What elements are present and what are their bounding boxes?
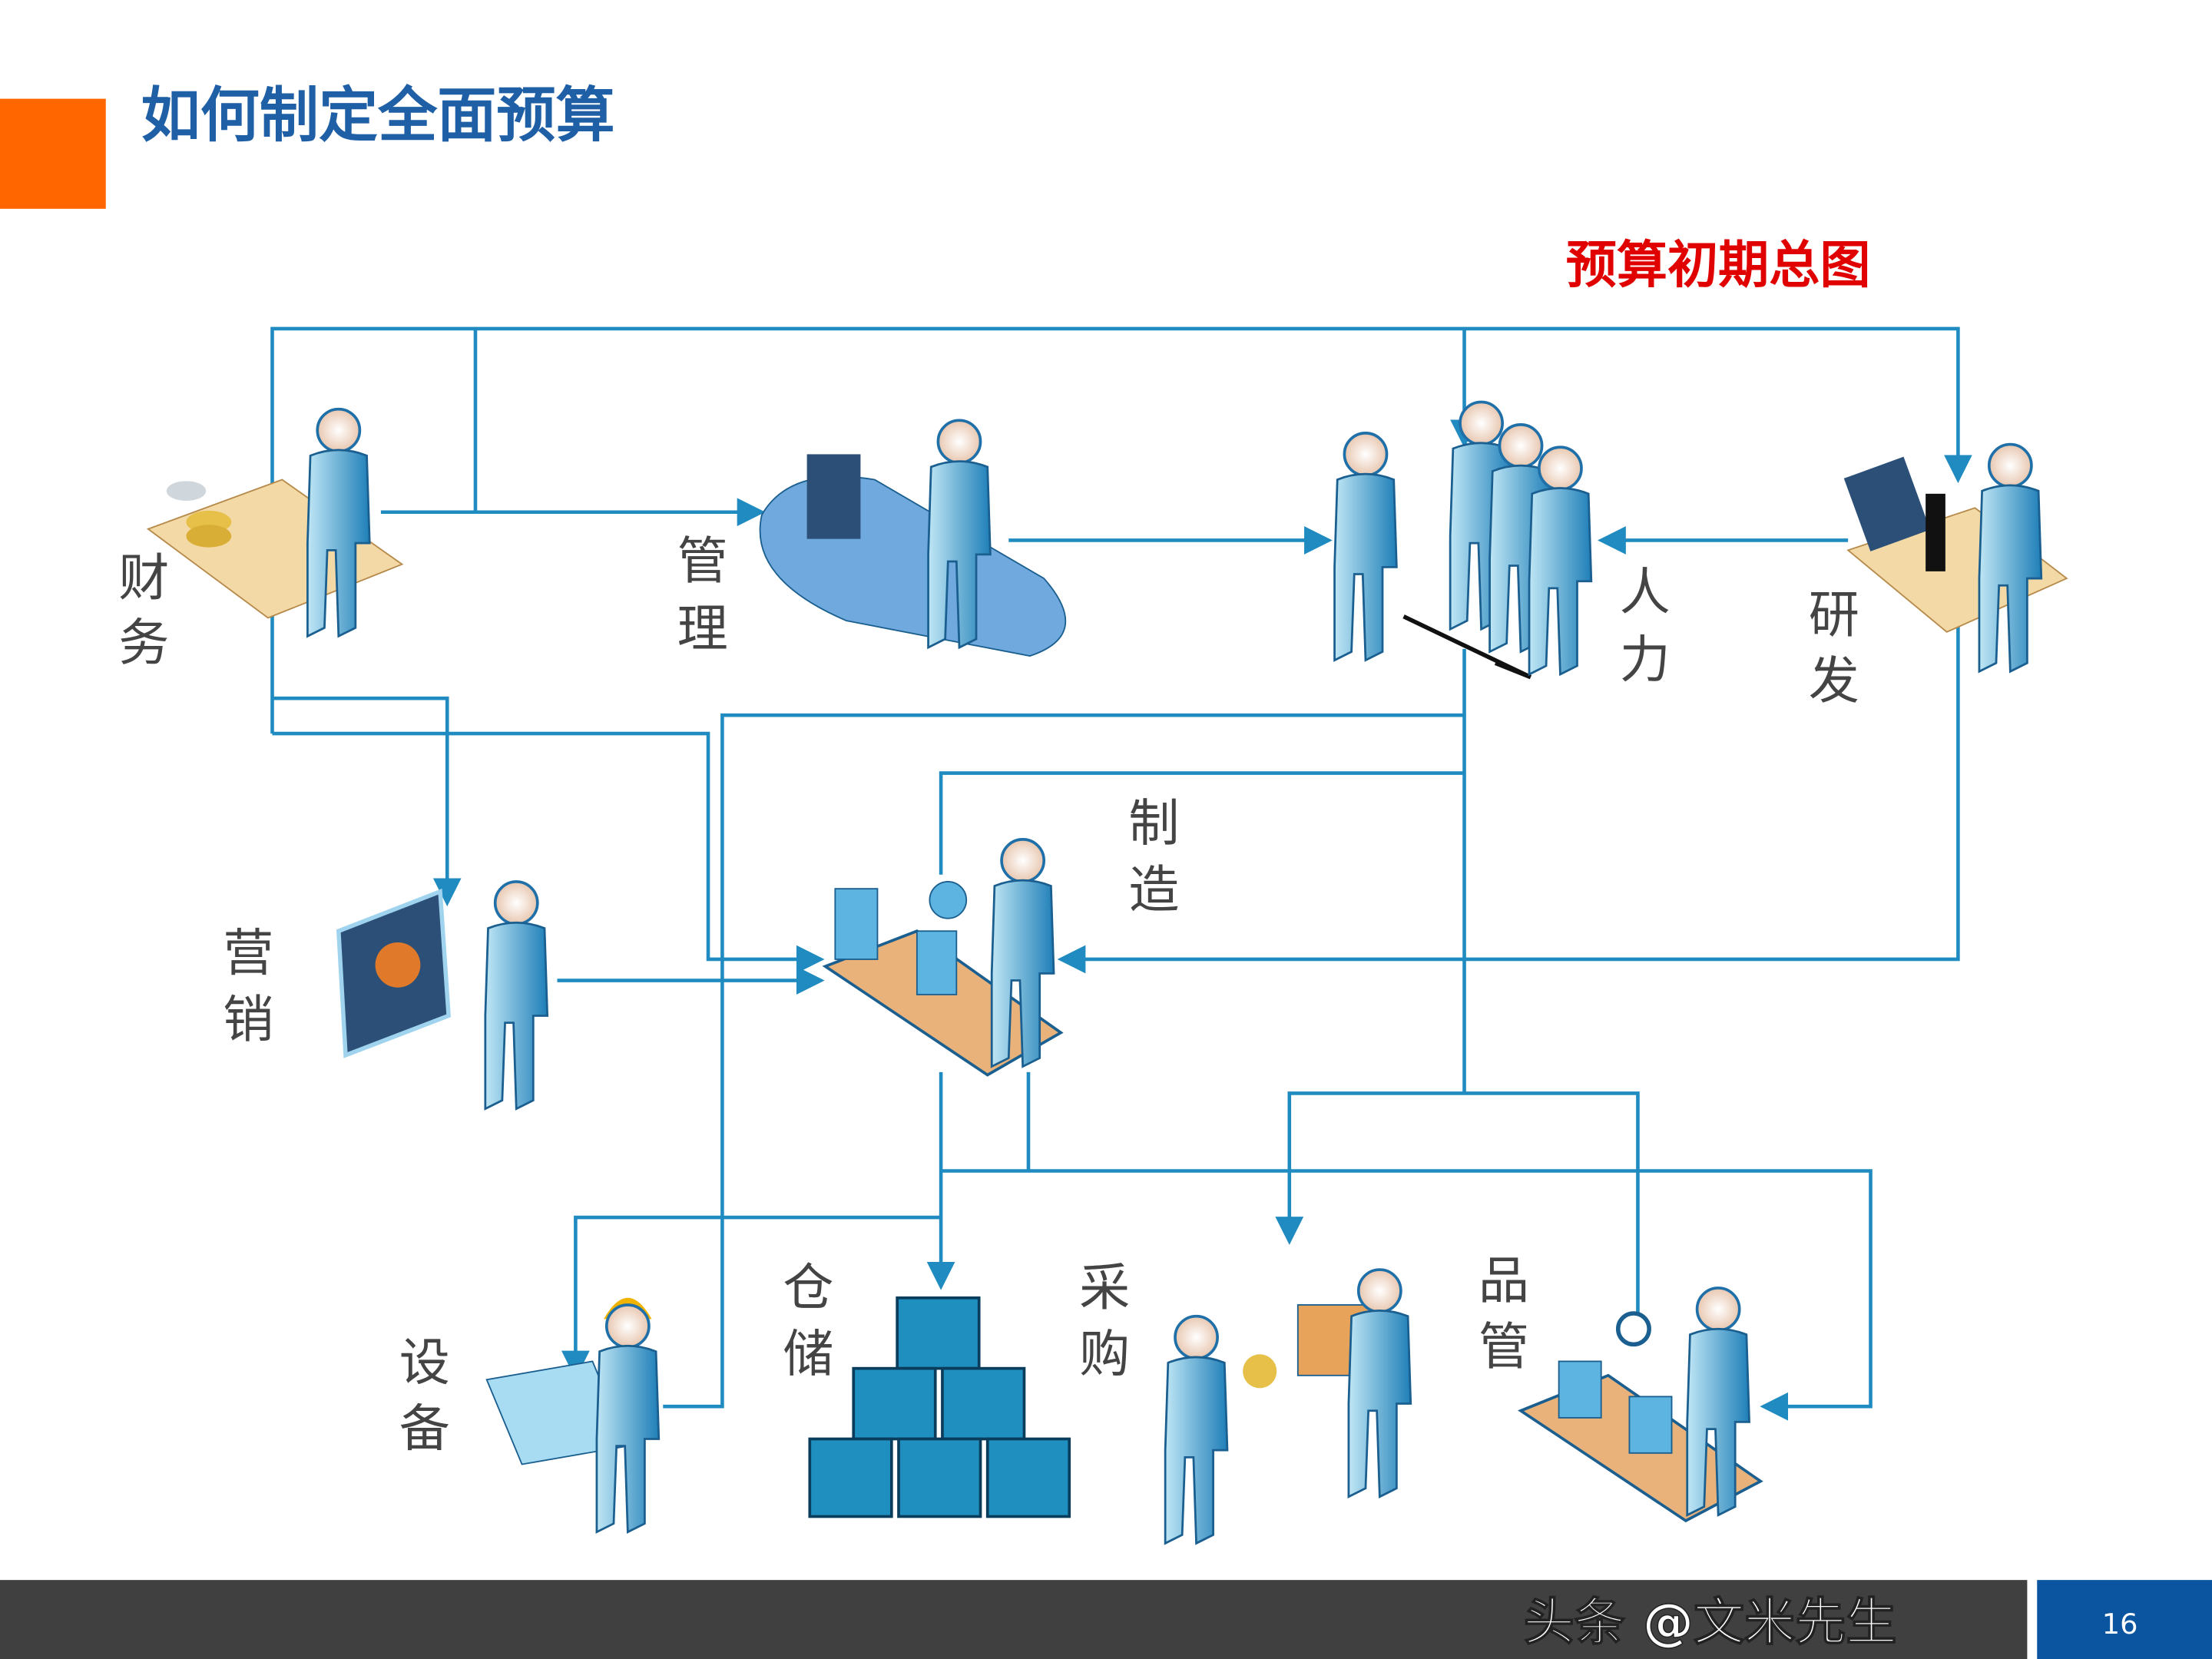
hr-node: 人 力 [1333,400,1671,690]
label-purchasing-1: 采 [1079,1258,1130,1317]
label-equipment-1: 设 [399,1333,450,1392]
accent-block [0,98,106,209]
equipment-node: 设 备 [399,1297,661,1534]
label-hr-2: 力 [1620,631,1671,690]
monitor-icon [806,454,861,539]
supplier-figure-icon [1347,1268,1412,1498]
presenter-figure-icon [483,880,549,1111]
label-warehouse-1: 仓 [783,1258,833,1317]
label-equipment-2: 备 [399,1399,450,1459]
quality-node: 品 管 [1479,1251,1763,1523]
label-rnd-1: 研 [1809,585,1859,644]
label-management-1: 管 [677,531,728,591]
label-management-2: 理 [677,599,728,658]
marketing-node: 营 销 [223,880,549,1111]
label-manufacturing-2: 造 [1128,860,1179,919]
purchasing-node: 采 购 [1079,1258,1412,1545]
manufacturing-node: 制 造 [822,794,1180,1077]
page-number: 16 [2102,1608,2138,1641]
label-finance-1: 财 [118,548,169,608]
label-quality-1: 品 [1479,1251,1529,1310]
person-figure-icon [1333,432,1399,662]
label-marketing-1: 营 [223,924,273,983]
coins-icon [166,481,232,548]
page-number-box [2037,1580,2212,1659]
buyer-figure-icon [1164,1314,1229,1545]
label-warehouse-2: 储 [783,1324,833,1383]
label-marketing-2: 销 [223,990,273,1049]
label-quality-2: 管 [1479,1317,1529,1376]
crate-icon [896,1296,981,1370]
label-hr-1: 人 [1620,562,1671,621]
microscope-icon [1926,493,1945,571]
label-manufacturing-1: 制 [1128,794,1179,853]
label-finance-2: 务 [118,614,169,673]
accountant-figure-icon [306,407,372,638]
page-title: 如何制定全面预算 [141,81,615,150]
connector-lines [270,326,1972,1421]
magnifier-icon [1615,1311,1651,1347]
footer-bar [0,1580,2028,1659]
diagram-subtitle: 预算初期总图 [1566,235,1871,294]
coins-icon [1243,1354,1277,1389]
engineer-figure-icon [595,1303,661,1534]
monitor-icon [1843,456,1931,551]
label-rnd-2: 发 [1809,651,1859,710]
desk-icon [759,475,1067,657]
gear-icon [929,881,968,919]
label-purchasing-2: 购 [1079,1324,1130,1383]
management-node: 管 理 [677,419,1067,658]
finance-node: 财 务 [118,407,404,673]
researcher-figure-icon [1978,442,2043,674]
warehouse-node [808,1296,1071,1518]
watermark: 头条 @文米先生 [1524,1592,1897,1651]
rnd-node: 研 发 [1809,442,2068,710]
